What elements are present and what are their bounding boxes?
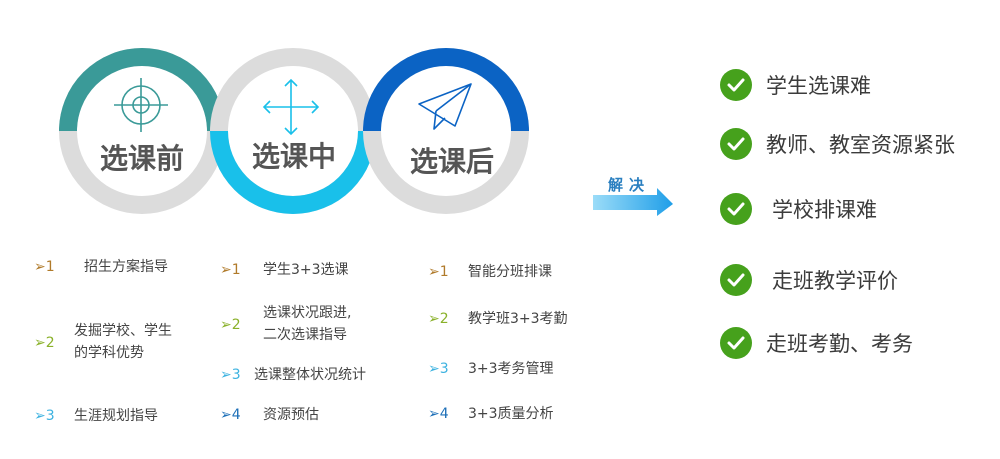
item-number: ➢4 [428, 406, 449, 422]
item-text: 智能分班排课 [468, 264, 552, 280]
item-number: ➢4 [220, 407, 241, 423]
check-circle-icon [720, 128, 752, 160]
item-text: 3+3质量分析 [468, 406, 554, 422]
item-number: ➢2 [428, 311, 449, 327]
item-number: ➢2 [220, 317, 241, 333]
item-text: 发掘学校、学生 [74, 323, 172, 339]
item-text: 资源预估 [263, 407, 319, 423]
ring-2-arc [363, 48, 529, 132]
item-number: ➢3 [428, 361, 449, 377]
item-number: ➢2 [34, 335, 55, 351]
item-text: 选课整体状况统计 [254, 367, 366, 383]
ring-0-arc [59, 48, 225, 132]
item-text: 选课状况跟进, [263, 305, 352, 321]
item-number: ➢3 [34, 408, 55, 424]
item-number: ➢1 [34, 259, 55, 275]
check-circle-icon [720, 69, 752, 101]
solution-text: 学生选课难 [766, 74, 871, 98]
item-text: 3+3考务管理 [468, 361, 554, 377]
phase-rings [59, 48, 529, 214]
crosshair-icon [114, 78, 168, 132]
item-number: ➢1 [428, 264, 449, 280]
move-arrows-icon [262, 78, 320, 136]
phase-label-during: 选课中 [251, 140, 336, 173]
paper-plane-icon [418, 83, 472, 130]
item-text: 生涯规划指导 [74, 408, 158, 424]
solve-label: 解决 [608, 176, 651, 194]
check-circle-icon [720, 327, 752, 359]
item-text: 教学班3+3考勤 [468, 311, 568, 327]
check-circle-icon [720, 193, 752, 225]
item-number: ➢1 [220, 262, 241, 278]
item-text: 二次选课指导 [263, 327, 347, 343]
solution-text: 教师、教室资源紧张 [766, 133, 955, 157]
item-text: 招生方案指导 [84, 259, 168, 275]
phase-label-after: 选课后 [409, 145, 494, 178]
solve-arrow-icon [593, 188, 673, 216]
check-circle-icon [720, 264, 752, 296]
solution-text: 走班教学评价 [772, 269, 898, 293]
solution-text: 学校排课难 [772, 198, 877, 222]
ring-1-arc [210, 130, 376, 214]
item-text: 学生3+3选课 [263, 262, 349, 278]
item-text: 的学科优势 [74, 345, 144, 361]
phase-label-before: 选课前 [99, 142, 184, 175]
item-number: ➢3 [220, 367, 241, 383]
solution-text: 走班考勤、考务 [766, 332, 913, 356]
